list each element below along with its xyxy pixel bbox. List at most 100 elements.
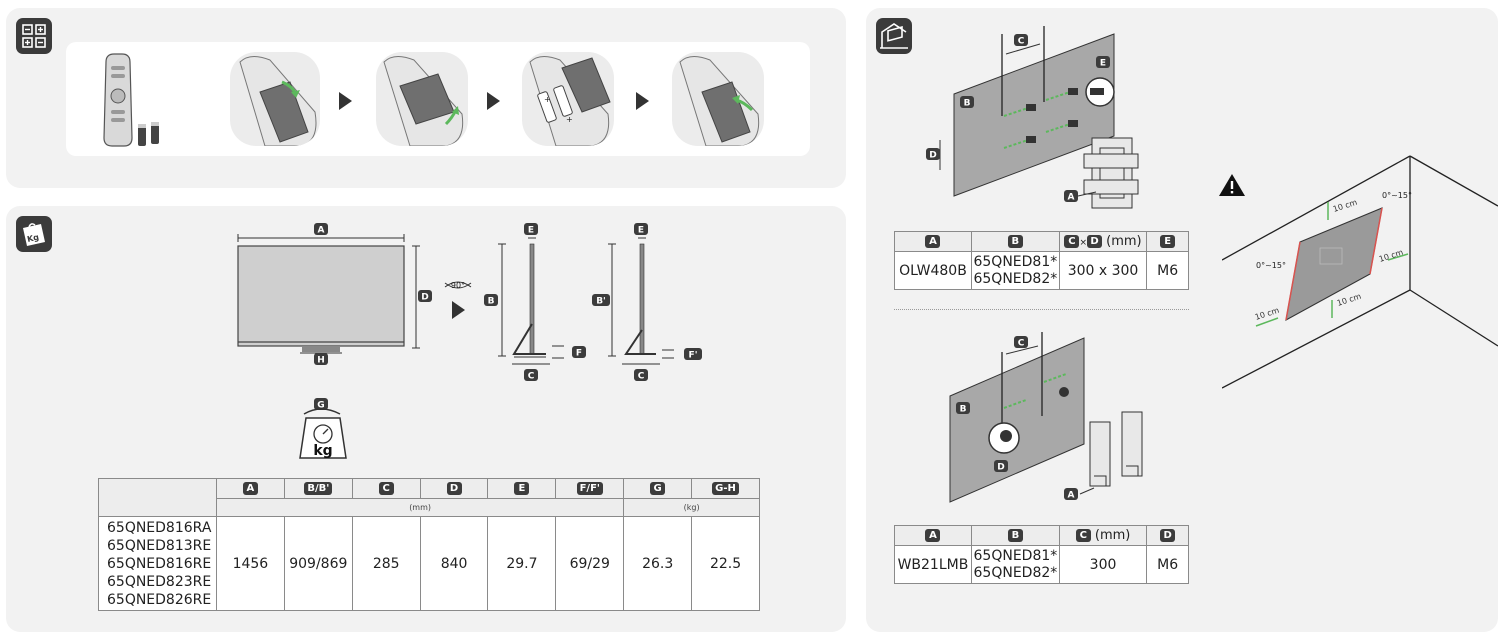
side-label-e: E xyxy=(528,226,534,236)
side-label-f: F xyxy=(576,349,582,359)
mount2-size: 300 xyxy=(1058,545,1148,584)
battery-step-3: + + xyxy=(522,52,614,146)
mount1-label-c: C xyxy=(1018,37,1025,47)
mount1-header-row: A B C×D (mm) E xyxy=(894,231,1189,252)
col-d-header: D xyxy=(419,478,489,499)
mount1-label-a: A xyxy=(1068,193,1075,203)
wall-mount-table-2: A B C (mm) D WB21LMB 65QNED81* 65QNED82*… xyxy=(894,525,1189,584)
rotate-arrow xyxy=(452,301,465,319)
wall-clearance-diagram: 10 cm 10 cm 10 cm 10 cm 0°~15° 0°~15° xyxy=(1222,155,1498,389)
mount2-col-a: A xyxy=(894,525,972,546)
scale-kg-text: kg xyxy=(313,443,332,459)
rotate-label: 90° xyxy=(451,281,465,290)
mount1-size: 300 x 300 xyxy=(1058,251,1148,290)
col-g-h-header: G-H xyxy=(691,478,760,499)
unit-mm: (mm) xyxy=(215,498,625,517)
model-name: 65QNED816RE xyxy=(107,555,212,572)
value-f: 69/29 xyxy=(555,516,625,611)
battery-panel: + + xyxy=(6,8,846,188)
value-a: 1456 xyxy=(215,516,285,611)
step-arrow-3 xyxy=(636,92,649,110)
side2-label-f-prime: F' xyxy=(689,351,698,361)
col-g-header: G xyxy=(623,478,693,499)
value-c: 285 xyxy=(351,516,421,611)
weight-scale-diagram: G kg xyxy=(299,398,347,459)
value-e: 29.7 xyxy=(487,516,557,611)
side2-label-c: C xyxy=(638,372,645,382)
model-name: 65QNED816RA xyxy=(107,519,212,536)
col-a-header: A xyxy=(215,478,285,499)
dimensions-data-row: 65QNED816RA 65QNED813RE 65QNED816RE 65QN… xyxy=(98,516,760,611)
col-b-header: B/B' xyxy=(283,478,353,499)
mount2-label-c: C xyxy=(1018,339,1025,349)
col-e-header: E xyxy=(487,478,557,499)
mount2-col-d: D xyxy=(1146,525,1189,546)
model-name: 65QNED813RE xyxy=(107,537,212,554)
mount2-screw: M6 xyxy=(1146,545,1189,584)
warning-icon xyxy=(1219,174,1245,196)
tv-side-diagram-stand-alt: E B' C F' xyxy=(592,223,702,382)
gap-right-label: 10 cm xyxy=(1378,248,1405,264)
mount1-col-e: E xyxy=(1146,231,1189,252)
value-b: 909/869 xyxy=(283,516,353,611)
side-label-b: B xyxy=(488,297,495,307)
rotate-90-indicator: 90° xyxy=(441,277,475,327)
gap-bottom-label: 10 cm xyxy=(1336,292,1363,308)
mount2-header-row: A B C (mm) D xyxy=(894,525,1189,546)
model-name: 65QNED823RE xyxy=(107,573,212,590)
tv-side-diagram-stand: E B C F xyxy=(484,223,586,382)
battery-step-4 xyxy=(672,52,764,146)
col-f-header: F/F' xyxy=(555,478,625,499)
mount1-col-a: A xyxy=(894,231,972,252)
mount1-screw: M6 xyxy=(1146,251,1189,290)
dim-label-h: H xyxy=(317,356,325,366)
battery-step-1 xyxy=(230,52,320,146)
battery-steps-area: + + xyxy=(66,42,810,156)
mount2-compatible: 65QNED81* 65QNED82* xyxy=(970,545,1060,584)
dimensions-header-row: A B/B' C D E F/F' G G-H xyxy=(98,478,760,517)
value-d: 840 xyxy=(419,516,489,611)
mount2-label-b: B xyxy=(960,405,967,415)
mount2-label-d: D xyxy=(997,463,1004,473)
dim-label-a: A xyxy=(318,226,325,236)
tilt-left-label: 0°~15° xyxy=(1256,261,1286,270)
value-g: 26.3 xyxy=(623,516,693,611)
battery-icon xyxy=(16,18,52,54)
mount1-compatible: 65QNED81* 65QNED82* xyxy=(970,251,1060,290)
dim-label-d: D xyxy=(421,293,428,303)
dimensions-unit-row: (mm) (kg) xyxy=(99,498,760,517)
svg-text:+: + xyxy=(566,115,573,124)
value-g-h: 22.5 xyxy=(691,516,760,611)
mount2-col-b: B xyxy=(970,525,1060,546)
gap-top-label: 10 cm xyxy=(1332,198,1359,214)
model-list-cell: 65QNED816RA 65QNED813RE 65QNED816RE 65QN… xyxy=(98,516,217,611)
unit-kg: (kg) xyxy=(623,498,760,517)
mount1-col-cd: C×D (mm) xyxy=(1058,231,1148,252)
tv-front-diagram: A D H xyxy=(237,223,432,366)
mount1-label-b: B xyxy=(964,99,971,109)
side-label-c: C xyxy=(528,372,535,382)
mount1-label-e: E xyxy=(1100,59,1106,69)
mount2-col-c: C (mm) xyxy=(1058,525,1148,546)
mount1-model: OLW480B xyxy=(894,251,972,290)
side2-label-b-prime: B' xyxy=(596,297,606,307)
gap-left-label: 10 cm xyxy=(1254,306,1281,322)
mount1-col-b: B xyxy=(970,231,1060,252)
step-arrow-1 xyxy=(339,92,352,110)
section-separator xyxy=(894,309,1189,310)
mount1-data-row: OLW480B 65QNED81* 65QNED82* 300 x 300 M6 xyxy=(894,251,1189,290)
wall-mount-hook-diagram: B C D A xyxy=(949,332,1143,503)
svg-text:+: + xyxy=(544,95,551,104)
mount2-label-a: A xyxy=(1068,491,1075,501)
weight-bag-icon: Kg xyxy=(16,216,52,252)
wall-mount-table-1: A B C×D (mm) E OLW480B 65QNED81* 65QNED8… xyxy=(894,231,1189,290)
mount2-data-row: WB21LMB 65QNED81* 65QNED82* 300 M6 xyxy=(894,545,1189,584)
svg-text:Kg: Kg xyxy=(26,233,40,244)
wall-mount-icon xyxy=(876,18,912,54)
side2-label-e: E xyxy=(638,226,644,236)
remote-with-batteries-illustration xyxy=(103,53,159,147)
dimensions-table: A B/B' C D E F/F' G G-H (mm) (kg) 65QNED… xyxy=(98,478,760,611)
col-c-header: C xyxy=(351,478,421,499)
model-column-header xyxy=(98,478,217,517)
tilt-right-label: 0°~15° xyxy=(1382,191,1412,200)
